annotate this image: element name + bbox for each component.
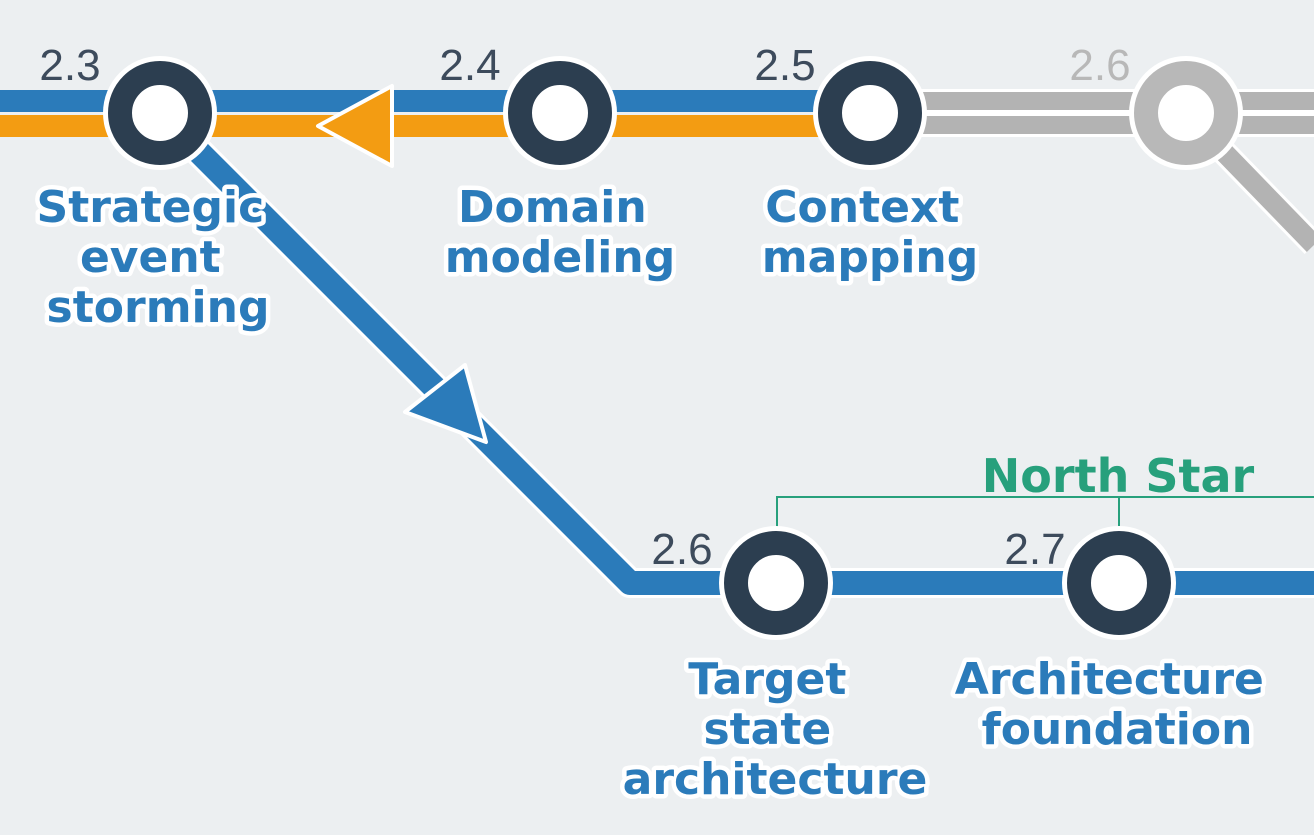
north-star-label: North Star (982, 449, 1255, 503)
station-label: Context mapping (762, 182, 978, 283)
station-number: 2.6 (651, 525, 712, 574)
blue-direction-arrow (403, 363, 488, 444)
station-label: Target state architecture (623, 654, 928, 805)
station-2-4[interactable] (503, 56, 617, 170)
station-2-7[interactable] (1062, 526, 1176, 640)
station-number: 2.3 (39, 41, 100, 90)
north-star-bracket (776, 496, 1314, 530)
station-label: Domain modeling (445, 182, 675, 283)
station-2-6-inactive[interactable] (1129, 56, 1243, 170)
station-label: Strategic event storming (37, 182, 280, 333)
station-number: 2.4 (439, 41, 500, 90)
blue-line-lower (149, 102, 1314, 598)
station-2-3[interactable] (103, 56, 217, 170)
station-2-6[interactable] (719, 526, 833, 640)
station-2-5[interactable] (813, 56, 927, 170)
station-label: Architecture foundation (955, 654, 1279, 755)
orange-direction-arrow (316, 84, 394, 168)
station-number: 2.5 (754, 41, 815, 90)
station-number: 2.6 (1069, 41, 1130, 90)
station-number: 2.7 (1004, 525, 1065, 574)
